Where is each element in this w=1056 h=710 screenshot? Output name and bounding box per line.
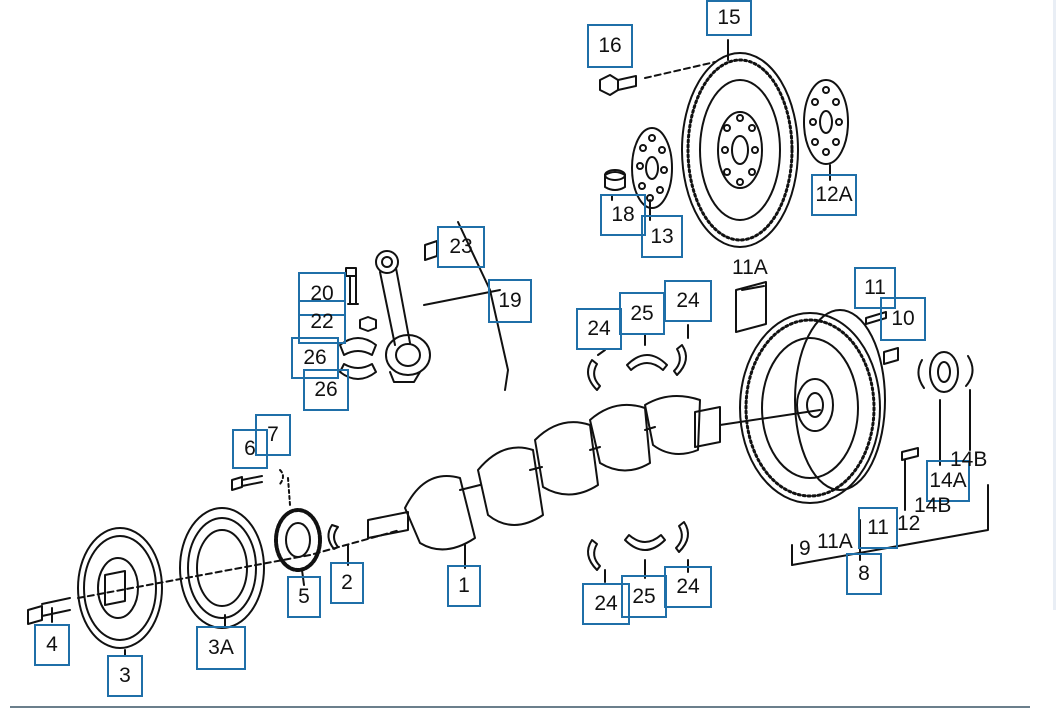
bolt-4-part (27, 597, 71, 625)
callout-25-lower[interactable]: 25 (621, 575, 667, 618)
right-edge-bar (1053, 0, 1056, 610)
leader-19b-line (423, 289, 501, 306)
label-14b-upper: 14B (950, 448, 988, 471)
bush-18-part (604, 169, 626, 191)
callout-5[interactable]: 5 (287, 576, 321, 618)
callout-8[interactable]: 8 (846, 553, 882, 595)
shell-26-parts (339, 337, 377, 380)
callout-26-upper[interactable]: 26 (291, 337, 339, 379)
callout-11-upper[interactable]: 11 (854, 267, 896, 309)
ring-7-part (279, 469, 291, 506)
callout-24-upper-right[interactable]: 24 (664, 280, 712, 322)
key-2-part (327, 524, 339, 550)
callout-22[interactable]: 22 (298, 300, 346, 344)
thrust-washers-upper-part (587, 344, 689, 571)
callout-4[interactable]: 4 (34, 624, 70, 666)
pin-11-part (865, 311, 887, 325)
plate-12a-part (803, 79, 849, 165)
dowel-11a-part (735, 281, 767, 333)
callout-26-lower[interactable]: 26 (303, 369, 349, 411)
callout-7[interactable]: 7 (255, 414, 291, 456)
bearing-14a-part (917, 351, 974, 393)
label-9: 9 (799, 537, 811, 560)
label-14b-lower: 14B (914, 494, 952, 517)
flywheel-right-part (739, 309, 886, 504)
label-11a-bottom: 11A (817, 530, 853, 553)
pulley-3a-part (179, 507, 265, 629)
callout-24-upper-left[interactable]: 24 (576, 308, 622, 350)
callout-24-lower-left[interactable]: 24 (582, 583, 630, 625)
callout-13[interactable]: 13 (641, 215, 683, 258)
callout-19[interactable]: 19 (488, 279, 532, 323)
gear-5-part (274, 508, 322, 572)
piston-pin-23-part (424, 240, 438, 261)
callout-24-lower-right[interactable]: 24 (664, 566, 712, 608)
callout-14a[interactable]: 14A (926, 460, 970, 502)
label-12: 12 (897, 512, 921, 535)
connecting-rod-part (375, 250, 431, 383)
bolt-6-part (231, 475, 263, 491)
bottom-rule (10, 706, 1030, 708)
nut-22-part (359, 316, 377, 332)
callout-15[interactable]: 15 (706, 0, 752, 36)
crankshaft-part (367, 395, 821, 551)
callout-25-upper[interactable]: 25 (619, 292, 665, 335)
bolt-10-part (883, 347, 899, 365)
label-11a-top: 11A (732, 256, 768, 279)
callout-18[interactable]: 18 (600, 194, 646, 236)
leader-19-line (457, 221, 509, 391)
flywheel-top-part (681, 52, 799, 248)
bolt-16-part (599, 61, 716, 96)
plate-13-part (631, 127, 673, 209)
axis-line (77, 529, 401, 599)
callout-6[interactable]: 6 (232, 429, 268, 469)
callout-2[interactable]: 2 (330, 562, 364, 604)
callout-10[interactable]: 10 (880, 297, 926, 341)
callout-1[interactable]: 1 (447, 565, 481, 607)
pin-12-part (901, 447, 919, 461)
callout-20[interactable]: 20 (298, 272, 346, 316)
bolt-20-part (345, 267, 359, 305)
callout-11-lower[interactable]: 11 (858, 507, 898, 549)
callout-16[interactable]: 16 (587, 24, 633, 68)
callout-23[interactable]: 23 (437, 226, 485, 268)
callout-3[interactable]: 3 (107, 655, 143, 697)
pulley-3-part (77, 527, 163, 649)
callout-3a[interactable]: 3A (196, 626, 246, 670)
callout-12a[interactable]: 12A (811, 174, 857, 216)
